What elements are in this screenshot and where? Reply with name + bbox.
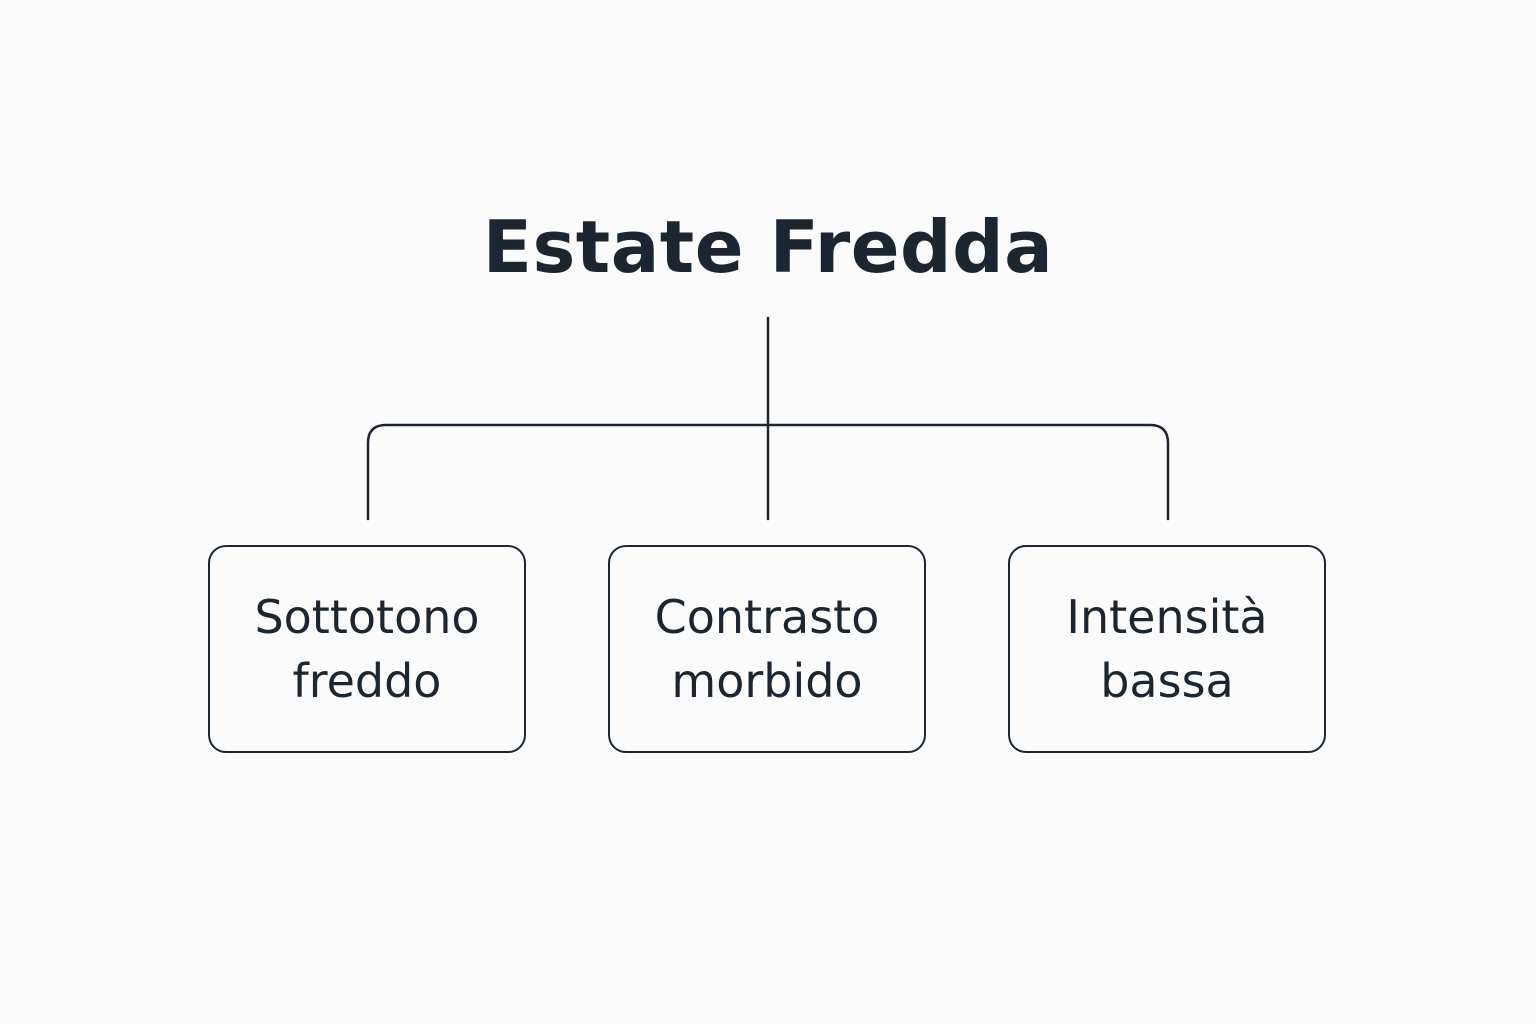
node-label: Contrasto morbido: [655, 585, 880, 713]
node-label: Intensità bassa: [1066, 585, 1267, 713]
node-label-line-1: Sottotono: [254, 590, 480, 644]
node-label-line-1: Intensità: [1066, 590, 1268, 644]
node-label-line-1: Contrasto: [654, 590, 880, 644]
node-label: Sottotono freddo: [254, 585, 479, 713]
diagram-title: Estate Fredda: [482, 205, 1054, 289]
node-label-line-2: freddo: [292, 654, 442, 708]
node-label-line-2: bassa: [1100, 654, 1234, 708]
node-label-line-2: morbido: [671, 654, 863, 708]
node-intensita-bassa: Intensità bassa: [1008, 545, 1326, 753]
node-sottotono-freddo: Sottotono freddo: [208, 545, 526, 753]
node-contrasto-morbido: Contrasto morbido: [608, 545, 926, 753]
